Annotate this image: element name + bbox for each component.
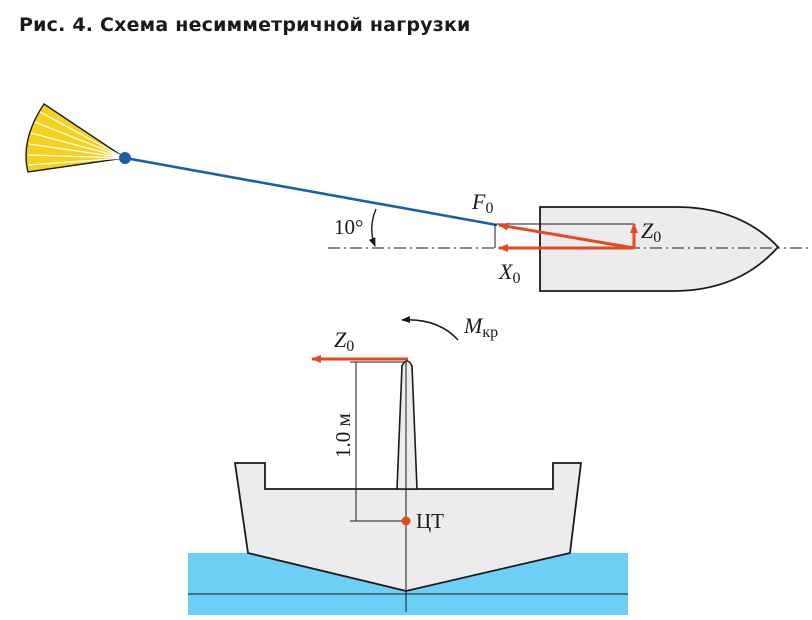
moment-label: Mкр [463, 313, 498, 341]
x0-label: X0 [498, 259, 520, 287]
fan-icon [25, 103, 127, 173]
front-view: Z0 Mкр 1.0 м ЦТ [188, 313, 628, 615]
center-of-gravity-point [401, 516, 411, 526]
cg-label: ЦТ [416, 509, 444, 533]
mast [396, 360, 418, 490]
tow-point [119, 152, 131, 164]
f0-label: F0 [471, 189, 493, 217]
figure-title: Рис. 4. Схема несимметричной нагрузки [19, 14, 471, 36]
angle-label: 10° [334, 215, 363, 239]
moment-arrow [401, 316, 459, 341]
z0-front-label: Z0 [334, 327, 354, 355]
hull-top [539, 206, 780, 292]
hull-section [233, 462, 583, 592]
tow-line [124, 156, 498, 227]
height-label: 1.0 м [331, 413, 355, 458]
z0-top-label: Z0 [641, 218, 661, 246]
angle-arc [368, 208, 377, 247]
top-view: 10° F0 Z0 X0 [25, 103, 808, 292]
force-f0-arrow [498, 222, 635, 250]
